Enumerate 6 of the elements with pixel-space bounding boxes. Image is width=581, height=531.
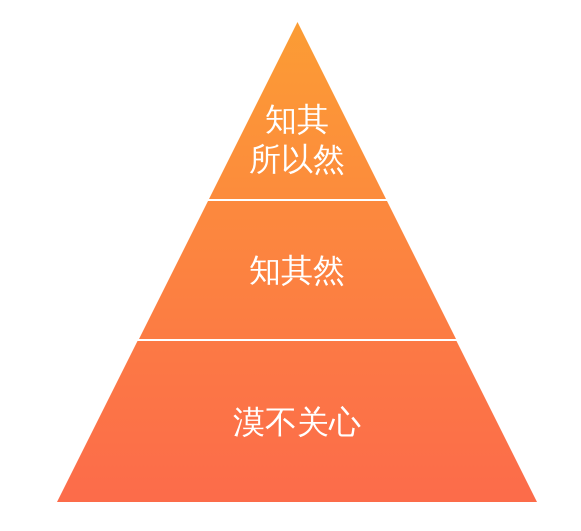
tier-label: 漠不关心 <box>233 402 361 442</box>
pyramid-tier <box>57 341 537 502</box>
tier-label: 知其然 <box>249 250 345 290</box>
tier-label: 知其所以然 <box>249 98 345 179</box>
pyramid-top-tier <box>208 22 386 199</box>
pyramid-tier <box>138 201 456 339</box>
